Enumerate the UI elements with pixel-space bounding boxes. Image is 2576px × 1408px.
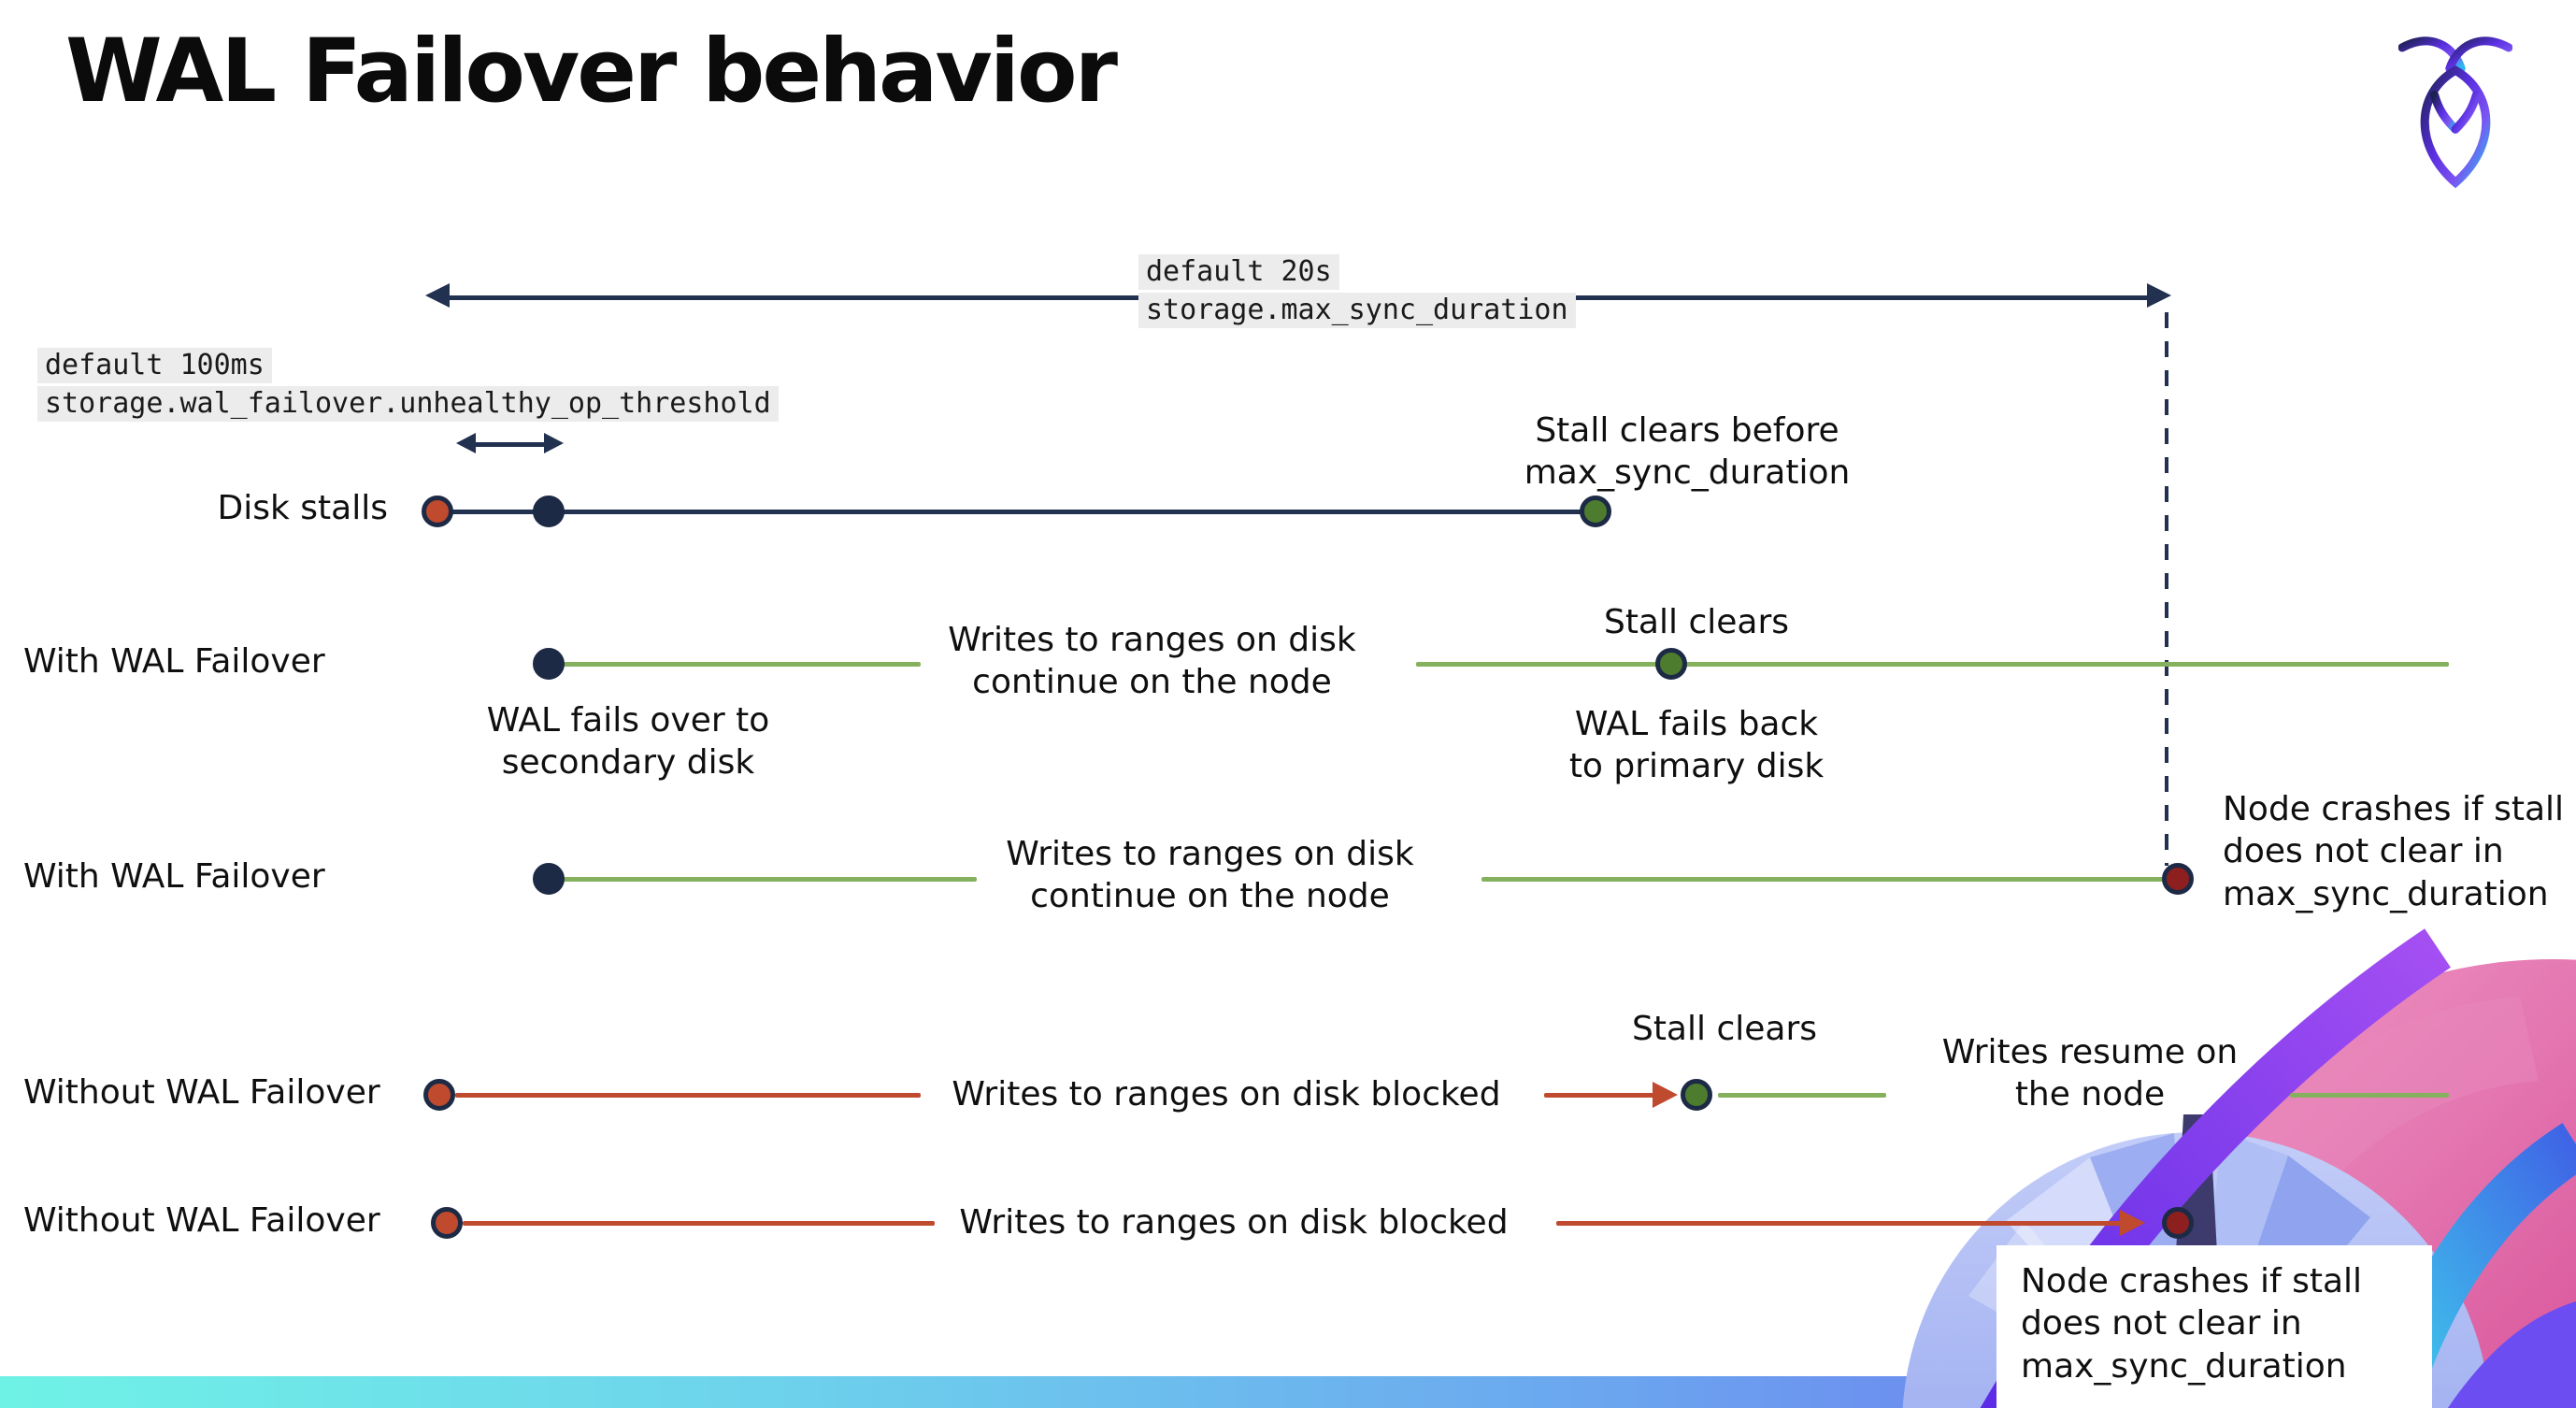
row-label-disk-stalls: Disk stalls <box>217 489 388 527</box>
stall-start-dot <box>423 1079 455 1111</box>
writes-blocked-line <box>455 1093 921 1098</box>
cockroachdb-logo-icon <box>2398 36 2512 189</box>
writes-continue-note: Writes to ranges on disk continue on the… <box>1006 835 1414 916</box>
writes-blocked-line <box>463 1221 935 1226</box>
writes-continue-line <box>1481 877 2170 882</box>
wal-failback-note: WAL fails back to primary disk <box>1568 705 1825 786</box>
row-label-with-wal-failover: With WAL Failover <box>23 642 325 681</box>
dashed-timeout-line <box>2165 312 2168 866</box>
max-sync-setting-name: storage.max_sync_duration <box>1138 293 1576 328</box>
row-label-with-wal-failover: With WAL Failover <box>23 857 325 896</box>
writes-continue-line <box>561 877 977 882</box>
threshold-label: default 100ms storage.wal_failover.unhea… <box>37 348 779 424</box>
red-arrow-right-icon <box>1653 1082 1678 1108</box>
failover-dot <box>533 863 565 895</box>
failover-dot <box>533 648 565 680</box>
writes-blocked-note: Writes to ranges on disk blocked <box>959 1203 1509 1242</box>
wal-failover-note: WAL fails over to secondary disk <box>486 701 770 783</box>
red-arrow-right-icon <box>2120 1210 2145 1236</box>
writes-resume-line <box>1718 1093 1886 1098</box>
writes-continue-note: Writes to ranges on disk continue on the… <box>948 621 1356 702</box>
page-title: WAL Failover behavior <box>65 21 1118 122</box>
stall-clear-dot <box>1580 496 1611 527</box>
row-label-without-wal-failover: Without WAL Failover <box>23 1073 380 1112</box>
stall-clears-note: Stall clears <box>1603 603 1790 641</box>
arrow-right-icon <box>2147 283 2171 308</box>
writes-blocked-line <box>1544 1093 1656 1098</box>
node-crash-note: Node crashes if stall does not clear in … <box>2021 1262 2363 1386</box>
writes-blocked-note: Writes to ranges on disk blocked <box>952 1075 1501 1113</box>
max-sync-duration-label: default 20s storage.max_sync_duration <box>1138 254 1576 331</box>
threshold-setting-name: storage.wal_failover.unhealthy_op_thresh… <box>37 386 779 422</box>
failover-threshold-dot <box>533 496 565 527</box>
violet-corner-shape <box>2447 1301 2576 1408</box>
max-sync-default-value: default 20s <box>1138 254 1339 290</box>
crash-dot <box>2162 1207 2194 1239</box>
threshold-default-value: default 100ms <box>37 348 272 383</box>
row-label-without-wal-failover: Without WAL Failover <box>23 1201 380 1240</box>
stall-start-dot <box>422 496 453 527</box>
disk-stall-timeline <box>437 510 1596 514</box>
crash-dot <box>2162 863 2194 895</box>
writes-resume-line <box>2290 1093 2449 1098</box>
crash-callout: Node crashes if stall does not clear in … <box>1996 1245 2432 1408</box>
stall-clear-dot <box>1655 648 1687 680</box>
stall-clear-dot <box>1681 1079 1712 1111</box>
writes-resume-note: Writes resume on the node <box>1941 1033 2239 1114</box>
stall-start-dot <box>431 1207 463 1239</box>
stall-clears-note: Stall clears <box>1631 1010 1818 1048</box>
writes-blocked-line <box>1556 1221 2122 1226</box>
arrow-right-icon <box>544 433 564 453</box>
writes-continue-line <box>561 662 921 667</box>
arrow-left-icon <box>425 283 450 308</box>
node-crash-note: Node crashes if stall does not clear in … <box>2223 790 2565 913</box>
arrow-left-icon <box>456 433 476 453</box>
stall-clears-before-note: Stall clears before max_sync_duration <box>1524 411 1851 493</box>
threshold-arrow-line <box>473 442 546 447</box>
writes-continue-line <box>1416 662 2449 667</box>
